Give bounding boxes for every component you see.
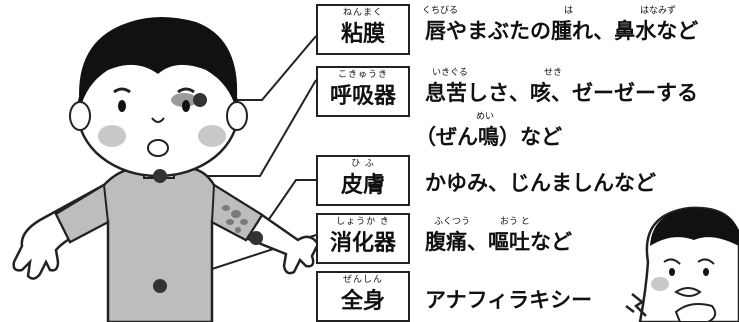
right-cheek: [198, 125, 226, 147]
right-eyebrow: [177, 87, 195, 94]
desc-respiratory-ruby-3: めい: [476, 112, 495, 122]
rash-spots: [222, 205, 248, 233]
label-digestive-ruby: しょうか き: [336, 217, 390, 227]
desc-skin: かゆみ、じんましんなど: [425, 171, 656, 195]
sleeve-left: [54, 183, 110, 244]
desc-digestive-ruby-2: おう と: [500, 217, 530, 227]
desc-respiratory-ruby-1: いきぐる: [432, 68, 468, 78]
shirt: [54, 166, 264, 322]
left-ear: [69, 101, 91, 131]
pain-mark: [631, 293, 647, 317]
dot-digestive: [153, 279, 167, 293]
label-mucosa: ねんまく 粘膜: [316, 4, 410, 55]
small-boy-illustration: [625, 206, 739, 322]
indicator-dots: [153, 93, 263, 293]
desc-mucosa-ruby-1: くちびる: [422, 6, 459, 16]
label-digestive: しょうか き 消化器: [316, 213, 410, 264]
dot-mucosa: [193, 93, 207, 107]
label-respiratory-text: 呼吸器: [329, 84, 396, 109]
dot-skin: [249, 231, 263, 245]
nose: [151, 117, 165, 123]
desc-respiratory-2: （ぜん鳴）など: [415, 125, 562, 149]
desc-respiratory: 息苦しさ、咳、ゼーゼーする: [425, 81, 698, 105]
desc-mucosa-ruby-3: はなみず: [640, 6, 677, 16]
mouth: [147, 139, 169, 157]
label-respiratory: こきゅうき 呼吸器: [316, 66, 410, 117]
left-eyebrow: [113, 87, 131, 94]
right-eye: [182, 100, 190, 112]
desc-digestive: 腹痛、嘔吐など: [425, 230, 572, 254]
label-mucosa-text: 粘膜: [340, 22, 385, 47]
desc-respiratory-ruby-2: せき: [544, 68, 563, 78]
hair: [79, 17, 238, 110]
right-ear: [226, 101, 248, 131]
label-wholebody-text: 全身: [340, 289, 385, 314]
label-mucosa-ruby: ねんまく: [342, 8, 383, 18]
left-cheek: [98, 125, 126, 147]
label-wholebody: ぜんしん 全身: [316, 271, 410, 322]
label-skin: ひ ふ 皮膚: [316, 155, 410, 206]
dot-respiratory: [153, 169, 167, 183]
desc-mucosa: 唇やまぶたの腫れ、鼻水など: [425, 19, 699, 43]
swollen-eyelid: [171, 93, 197, 107]
label-wholebody-ruby: ぜんしん: [342, 275, 383, 285]
desc-wholebody: アナフィラキシー: [425, 288, 593, 312]
label-digestive-text: 消化器: [329, 231, 396, 256]
label-skin-ruby: ひ ふ: [351, 159, 375, 169]
label-respiratory-ruby: こきゅうき: [337, 70, 388, 80]
label-skin-text: 皮膚: [340, 173, 385, 198]
left-eye: [118, 100, 126, 112]
desc-digestive-ruby-1: ふくつう: [434, 217, 471, 227]
desc-mucosa-ruby-2: は: [564, 6, 574, 16]
